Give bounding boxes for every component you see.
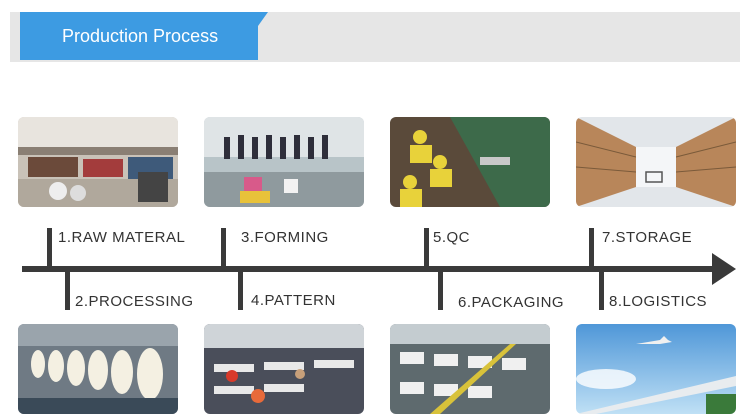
step-label-3: 3.FORMING [241,229,329,246]
timeline-arrow-icon [712,253,736,285]
photo-pattern [204,324,364,414]
step-label-1: 1.RAW MATERAL [58,229,186,246]
photo-forming [204,117,364,207]
photo-processing [18,324,178,414]
tick-step-8 [599,270,604,310]
photo-storage [576,117,736,207]
page-title: Production Process [20,12,268,60]
header-bar: Production Process [10,12,740,62]
tick-step-3 [221,228,226,268]
step-label-5: 5.QC [433,229,471,246]
step-label-2: 2.PROCESSING [75,293,194,310]
timeline-axis [22,266,722,272]
tick-step-4 [238,270,243,310]
tick-step-7 [589,228,594,268]
tick-step-2 [65,270,70,310]
step-label-4: 4.PATTERN [251,292,336,309]
tick-step-6 [438,270,443,310]
photo-raw-material [18,117,178,207]
tick-step-5 [424,228,429,268]
photo-qc [390,117,550,207]
tick-step-1 [47,228,52,268]
step-label-8: 8.LOGISTICS [609,293,708,310]
step-label-7: 7.STORAGE [602,229,693,246]
step-label-6: 6.PACKAGING [458,294,565,311]
photo-packaging [390,324,550,414]
photo-logistics [576,324,736,414]
